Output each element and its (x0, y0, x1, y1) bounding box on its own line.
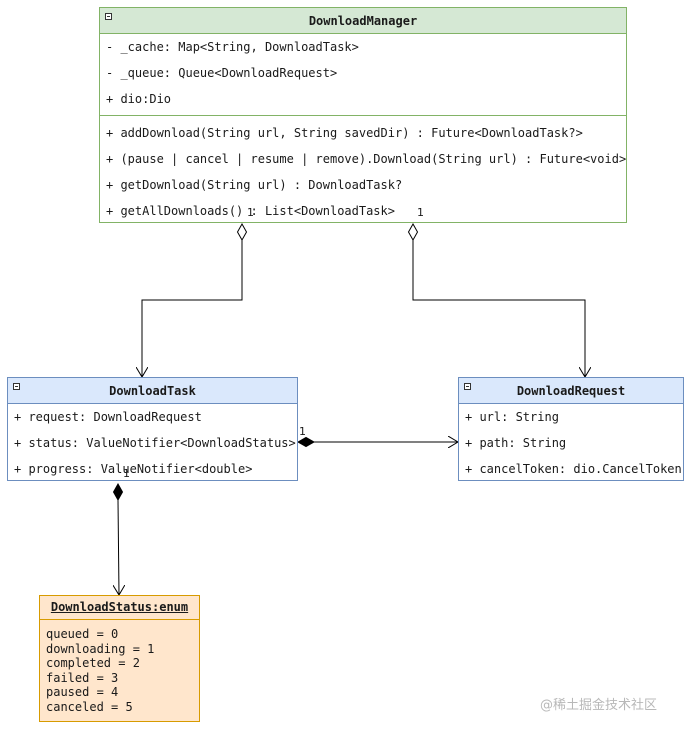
composition-diamond-icon (296, 436, 316, 448)
class-header: DownloadManager (100, 8, 626, 34)
field-url: + url: String (465, 410, 559, 424)
field-request: + request: DownloadRequest (14, 410, 202, 424)
enum-header: DownloadStatus:enum (40, 596, 199, 620)
composition-task-request (296, 436, 458, 448)
class-title: DownloadTask (109, 384, 196, 398)
class-download-request[interactable]: DownloadRequest + url: String + path: St… (458, 377, 684, 481)
aggregation-diamond-icon (236, 222, 248, 242)
field-progress: + progress: ValueNotifier<double> (14, 462, 253, 476)
aggregation-dm-task (142, 222, 248, 377)
enum-value-paused: paused = 4 (46, 685, 119, 699)
enum-value-completed: completed = 2 (46, 656, 140, 670)
enum-value-queued: queued = 0 (46, 627, 119, 641)
class-header: DownloadRequest (459, 378, 683, 404)
collapse-icon[interactable] (464, 383, 471, 390)
method-control-download: + (pause | cancel | resume | remove).Dow… (106, 152, 627, 166)
enum-download-status[interactable]: DownloadStatus:enum queued = 0 downloadi… (39, 595, 200, 722)
aggregation-diamond-icon (407, 222, 419, 242)
field-path: + path: String (465, 436, 567, 450)
method-get-download: + getDownload(String url) : DownloadTask… (106, 178, 403, 192)
field-cache: - _cache: Map<String, DownloadTask> (106, 40, 359, 54)
enum-value-failed: failed = 3 (46, 670, 119, 685)
field-queue: - _queue: Queue<DownloadRequest> (106, 66, 338, 80)
field-status: + status: ValueNotifier<DownloadStatus> (14, 436, 296, 450)
divider (100, 115, 626, 116)
class-title: DownloadRequest (516, 384, 626, 398)
multiplicity-task-request: 1 (299, 425, 306, 438)
class-download-task[interactable]: DownloadTask + request: DownloadRequest … (7, 377, 298, 481)
class-title: DownloadManager (308, 14, 418, 28)
method-add-download: + addDownload(String url, String savedDi… (106, 126, 583, 140)
collapse-icon[interactable] (13, 383, 20, 390)
multiplicity-dm-task: 1 (247, 206, 254, 219)
field-cancel-token: + cancelToken: dio.CancelToken (465, 462, 682, 476)
enum-value-downloading: downloading = 1 (46, 641, 155, 656)
method-get-all-downloads: + getAllDownloads() : List<DownloadTask> (106, 204, 395, 218)
enum-value-canceled: canceled = 5 (46, 699, 133, 714)
collapse-icon[interactable] (105, 13, 112, 20)
class-download-manager[interactable]: DownloadManager - _cache: Map<String, Do… (99, 7, 627, 223)
multiplicity-dm-request: 1 (417, 206, 424, 219)
watermark: @稀土掘金技术社区 (540, 698, 658, 713)
composition-task-status (112, 482, 124, 595)
class-header: DownloadTask (8, 378, 297, 404)
aggregation-dm-request (407, 222, 586, 377)
composition-diamond-icon (112, 482, 124, 502)
field-dio: + dio:Dio (106, 92, 172, 106)
multiplicity-task-status: 1 (123, 467, 130, 480)
